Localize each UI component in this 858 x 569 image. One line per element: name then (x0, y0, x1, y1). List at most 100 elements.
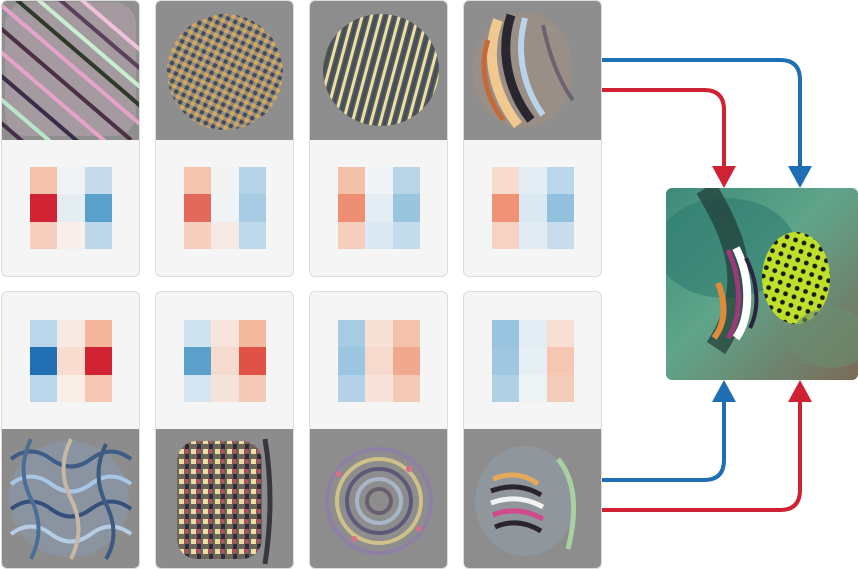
green-spotted-texture-icon (666, 188, 858, 380)
target-unit[interactable] (666, 188, 858, 380)
weight-cell (184, 167, 212, 195)
weight-cell (546, 194, 574, 222)
weight-cell (84, 221, 112, 249)
top-unit-3[interactable] (309, 0, 448, 277)
weight-cell (492, 374, 520, 402)
bottom-unit-2[interactable] (155, 291, 294, 569)
weight-grid (338, 320, 420, 402)
weight-cell (238, 347, 266, 375)
weight-cell (84, 347, 112, 375)
weight-cell (519, 347, 547, 375)
weight-cell (492, 167, 520, 195)
vertical-stripes-texture-icon (310, 1, 447, 140)
weight-cell (57, 221, 85, 249)
weight-cell (238, 221, 266, 249)
weight-cell (492, 347, 520, 375)
weight-cell (211, 347, 239, 375)
weight-cell (392, 167, 420, 195)
weight-cell (30, 347, 58, 375)
top-unit-1[interactable] (1, 0, 140, 277)
weight-grid (492, 167, 574, 249)
weight-cell (30, 194, 58, 222)
connection-top-red (602, 88, 726, 166)
weight-cell (338, 347, 366, 375)
bottom-unit-3[interactable] (309, 291, 448, 569)
weight-cell (492, 194, 520, 222)
weight-cell (392, 347, 420, 375)
weight-cell (84, 374, 112, 402)
weight-cell (57, 320, 85, 348)
weight-cell (338, 221, 366, 249)
weight-cell (519, 374, 547, 402)
weight-cell (84, 320, 112, 348)
weight-cell (30, 374, 58, 402)
weight-cell (338, 167, 366, 195)
weight-cell (338, 194, 366, 222)
weight-cell (392, 374, 420, 402)
weight-cell (184, 347, 212, 375)
arrowhead-down-icon (788, 166, 812, 188)
weight-cell (184, 374, 212, 402)
weight-cell (365, 347, 393, 375)
arrowhead-down-icon (712, 166, 736, 188)
weight-cell (392, 221, 420, 249)
weight-cell (338, 320, 366, 348)
weight-cell (546, 167, 574, 195)
curved-edge-texture-icon (464, 1, 601, 140)
weight-cell (184, 320, 212, 348)
weight-cell (365, 194, 393, 222)
weight-cell (57, 167, 85, 195)
weight-cell (365, 167, 393, 195)
weight-cell (238, 374, 266, 402)
weight-cell (238, 167, 266, 195)
arrowhead-up-icon (712, 380, 736, 402)
vertical-bars-texture-icon (156, 429, 293, 568)
weight-cell (519, 167, 547, 195)
weight-cell (365, 221, 393, 249)
top-unit-2[interactable] (155, 0, 294, 277)
weight-cell (57, 374, 85, 402)
weight-cell (57, 347, 85, 375)
weight-cell (338, 374, 366, 402)
weight-cell (519, 221, 547, 249)
weight-cell (211, 320, 239, 348)
bottom-unit-1[interactable] (1, 291, 140, 569)
weight-cell (211, 221, 239, 249)
fine-checker-texture-icon (156, 1, 293, 140)
weight-cell (238, 320, 266, 348)
connection-top-blue (602, 58, 802, 166)
diagonal-stripes-icon (2, 1, 139, 140)
weight-cell (492, 320, 520, 348)
connection-bottom-blue (602, 402, 726, 482)
weight-cell (30, 167, 58, 195)
wavy-mesh-texture-icon (2, 429, 139, 568)
weight-cell (546, 347, 574, 375)
weight-cell (392, 194, 420, 222)
weight-grid (184, 320, 266, 402)
top-unit-4[interactable] (463, 0, 602, 277)
weight-cell (238, 194, 266, 222)
weight-grid (492, 320, 574, 402)
weight-cell (519, 194, 547, 222)
weight-grid (30, 320, 112, 402)
connection-bottom-red (602, 402, 802, 512)
weight-cell (365, 320, 393, 348)
weight-cell (84, 194, 112, 222)
weight-cell (546, 374, 574, 402)
weight-cell (546, 320, 574, 348)
weight-cell (519, 320, 547, 348)
weight-cell (211, 374, 239, 402)
weight-cell (211, 194, 239, 222)
weight-cell (30, 320, 58, 348)
weight-cell (392, 320, 420, 348)
weight-cell (546, 221, 574, 249)
concentric-ring-texture-icon (464, 429, 601, 568)
weight-cell (30, 221, 58, 249)
weight-cell (184, 194, 212, 222)
arrowhead-up-icon (788, 380, 812, 402)
weight-grid (338, 167, 420, 249)
weight-cell (184, 221, 212, 249)
weight-cell (57, 194, 85, 222)
bottom-unit-4[interactable] (463, 291, 602, 569)
